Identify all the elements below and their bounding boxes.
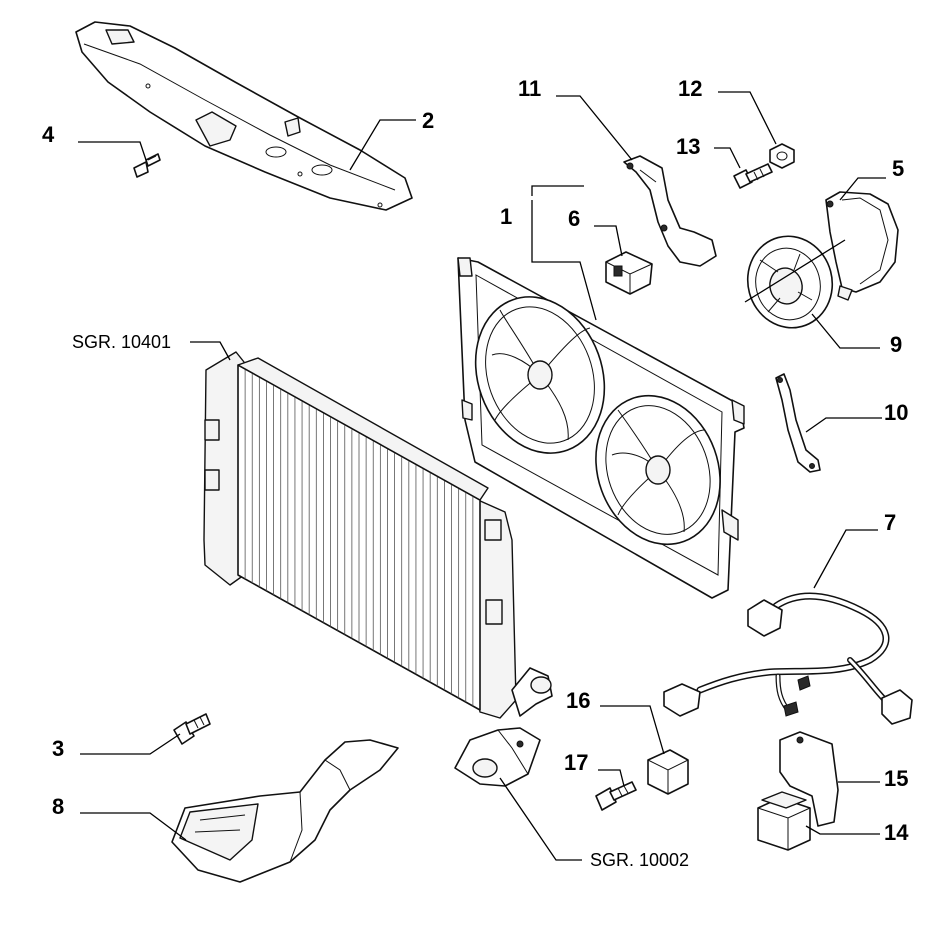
part-10-strap [775, 373, 821, 473]
radiator-fins [244, 368, 474, 707]
callout-labels: 2 4 1 6 11 12 13 5 9 10 7 16 17 15 14 3 … [42, 76, 909, 870]
label-3: 3 [52, 736, 64, 761]
bracket-sgr-10002 [454, 727, 541, 787]
fan-left [474, 296, 606, 454]
part-13-bolt [733, 163, 773, 189]
part-9-fan-motor [746, 235, 834, 329]
part-14-relay [757, 791, 811, 851]
label-11: 11 [518, 76, 541, 101]
label-17: 17 [564, 750, 588, 775]
part-12-nut [769, 143, 795, 169]
label-15: 15 [884, 766, 908, 791]
label-10: 10 [884, 400, 908, 425]
part-4-screw [133, 153, 161, 178]
part-6-resistor [605, 251, 653, 295]
label-14: 14 [884, 820, 909, 845]
label-5: 5 [892, 156, 904, 181]
part-16-clip [647, 749, 689, 795]
label-sgr-10002: SGR. 10002 [590, 850, 689, 870]
label-8: 8 [52, 794, 64, 819]
label-12: 12 [678, 76, 702, 101]
label-6: 6 [568, 206, 580, 231]
part-15-bracket [779, 731, 839, 827]
label-13: 13 [676, 134, 700, 159]
part-7-wiring-harness [663, 592, 913, 725]
part-2-upper-cover [75, 21, 413, 211]
part-5-motor-cover [825, 191, 899, 301]
label-16: 16 [566, 688, 590, 713]
label-4: 4 [42, 122, 55, 147]
label-1: 1 [500, 204, 512, 229]
part-11-bracket [623, 155, 717, 267]
label-9: 9 [890, 332, 902, 357]
label-7: 7 [884, 510, 896, 535]
label-2: 2 [422, 108, 434, 133]
part-1-fan-shroud [457, 257, 745, 599]
radiator-assembly [203, 351, 553, 719]
fan-right [595, 394, 721, 546]
part-8-air-deflector [171, 739, 399, 883]
part-17-bolt [595, 781, 637, 811]
label-sgr-10401: SGR. 10401 [72, 332, 171, 352]
leader-lines [78, 91, 886, 861]
part-3-bolt [173, 713, 211, 745]
